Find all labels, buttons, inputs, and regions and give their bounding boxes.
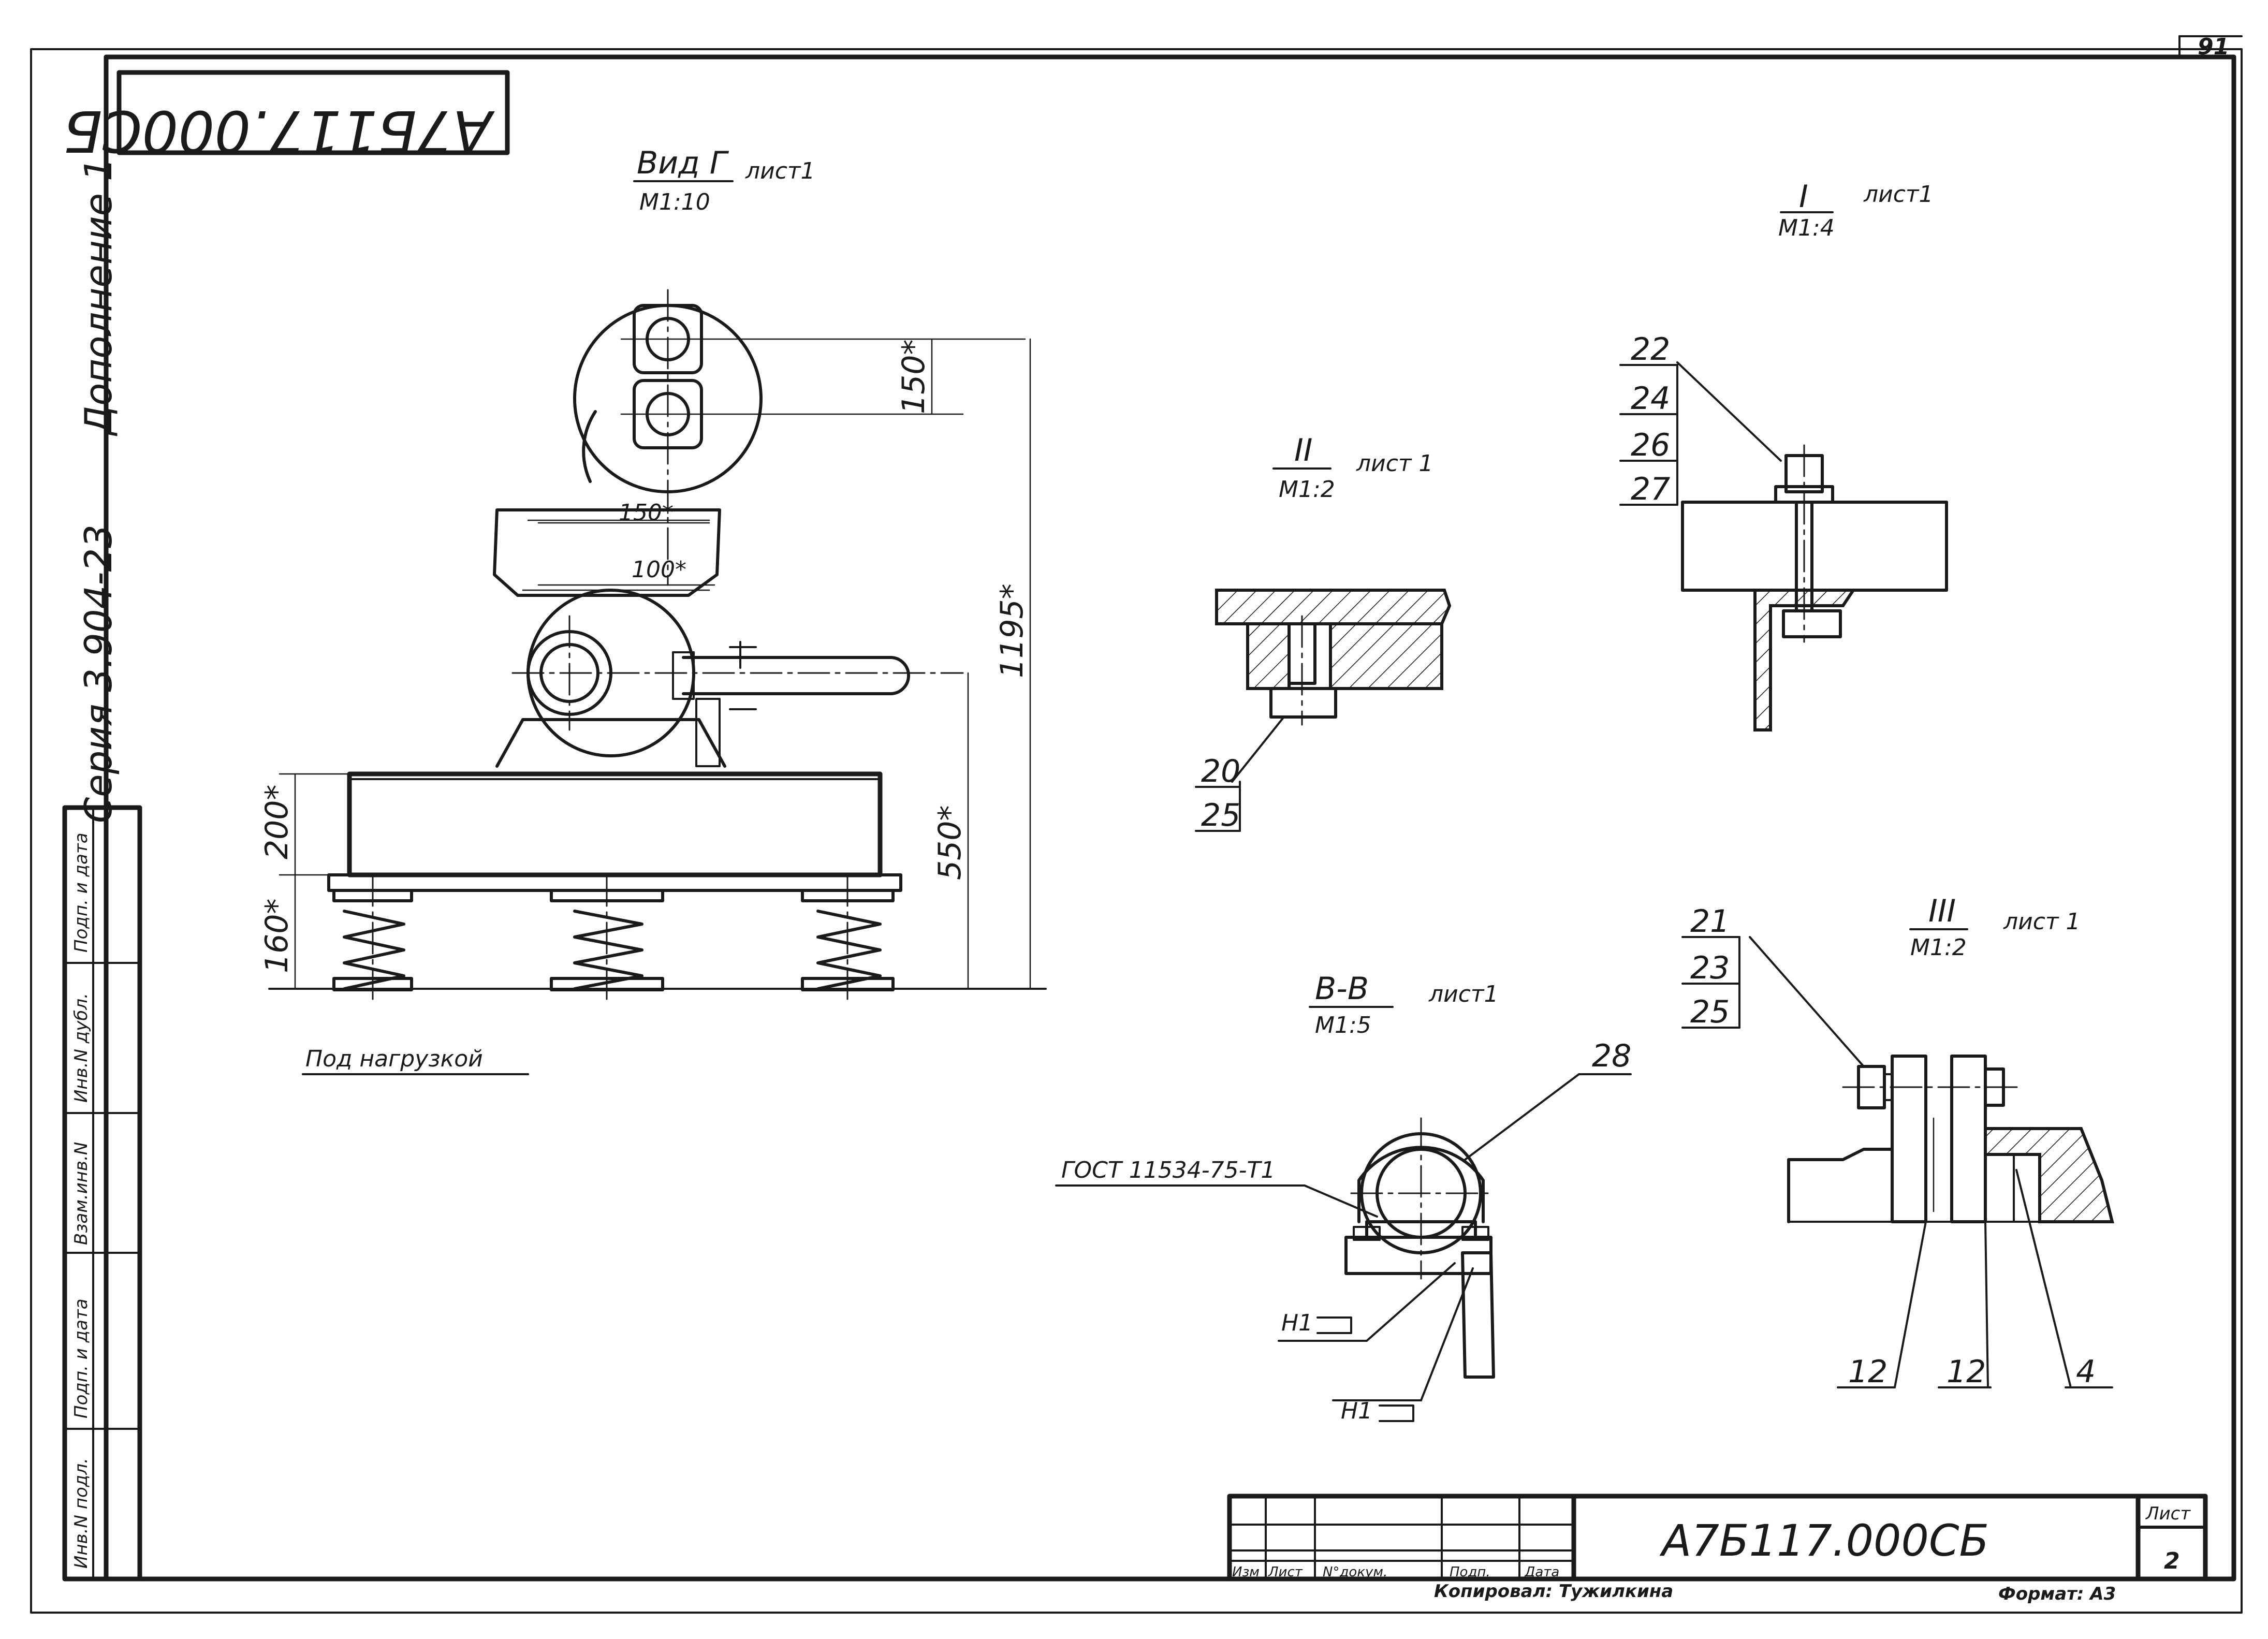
dim-100: 100* (632, 557, 686, 583)
tb-header-list: Лист (1268, 1564, 1303, 1580)
callout-iii-23: 23 (1690, 950, 1730, 986)
view-i-ref: лист1 (1863, 181, 1934, 208)
tb-sheet-label: Лист (2145, 1503, 2191, 1524)
dim-150-top: 150* (896, 339, 932, 414)
callout-iii-4: 4 (2076, 1354, 2096, 1390)
view-ii-scale: М1:2 (1279, 476, 1335, 503)
view-ii-title: II (1294, 432, 1312, 469)
callout-iii-21: 21 (1690, 903, 1730, 940)
view-bb-title: В-В (1315, 971, 1369, 1007)
view-bb-scale: М1:5 (1315, 1012, 1371, 1038)
callout-iii-12a: 12 (1848, 1354, 1887, 1390)
tb-header-data: Дата (1524, 1564, 1559, 1580)
view-ii-ref: лист 1 (1356, 450, 1433, 477)
dim-150-mid: 150* (619, 500, 674, 526)
view-ii: II М1:2 лист 1 20 25 (1195, 432, 1452, 833)
view-i-title: I (1799, 179, 1808, 215)
callout-ii-20: 20 (1201, 753, 1240, 789)
callout-i-22: 22 (1631, 331, 1670, 368)
callout-i-24: 24 (1631, 381, 1670, 417)
view-g: Вид Г М1:10 лист1 (259, 145, 1047, 1075)
callout-bb-28: 28 (1592, 1038, 1631, 1074)
tb-doc-code: А7Б117.000СБ (1659, 1515, 1989, 1566)
tb-header-izm: Изм (1232, 1564, 1260, 1580)
view-bb: В-В М1:5 лист1 ГОСТ 11534-75-Т1 28 Н1 Н1 (1055, 971, 1632, 1424)
view-g-title: Вид Г (637, 145, 729, 181)
sheet-number-corner: 91 (2198, 34, 2229, 60)
callout-i-26: 26 (1631, 427, 1670, 463)
callout-iii-12b: 12 (1947, 1354, 1986, 1390)
callout-i-27: 27 (1631, 471, 1670, 507)
note-weld-2: Н1 (1341, 1398, 1372, 1424)
view-iii-title: III (1928, 893, 1956, 929)
tb-copied-by: Копировал: Тужилкина (1434, 1581, 1673, 1602)
left-stamp-inv-dubl: Инв.N дубл. (71, 993, 92, 1103)
view-i: I М1:4 лист1 22 24 26 27 (1619, 179, 1948, 731)
note-gost: ГОСТ 11534-75-Т1 (1061, 1157, 1275, 1183)
doc-code-rotated: А7Б117.000СБ (63, 98, 495, 164)
callout-iii-25: 25 (1690, 994, 1730, 1030)
springs (332, 874, 895, 1000)
side-note-series: Серия 3.904-23 (77, 524, 120, 823)
tb-header-dokum: N°докум. (1323, 1564, 1387, 1580)
left-stamp-podp-2: Подп. и дата (71, 832, 92, 953)
doc-code-box: А7Б117.000СБ (63, 70, 510, 164)
view-iii-ref: лист 1 (2003, 909, 2081, 935)
view-g-dimensions: 150* 150* 100* 1195* 550* 200* 160* (259, 338, 1031, 990)
dim-200: 200* (259, 784, 295, 859)
tb-sheet-value: 2 (2164, 1548, 2180, 1574)
side-note-addition: Дополнение 1 (77, 157, 120, 436)
view-i-scale: М1:4 (1778, 215, 1835, 241)
note-weld-1: Н1 (1281, 1310, 1313, 1336)
sheet-frame (30, 35, 2243, 1614)
callout-ii-25: 25 (1201, 797, 1240, 833)
view-g-ref: лист1 (745, 158, 815, 184)
dim-550: 550* (932, 805, 968, 880)
tb-header-podp: Подп. (1450, 1564, 1490, 1580)
dim-160: 160* (259, 898, 295, 973)
view-iii: III М1:2 лист 1 21 23 25 12 (1681, 893, 2114, 1390)
tb-format: Формат: А3 (1998, 1584, 2116, 1604)
dim-1195: 1195* (994, 583, 1030, 678)
view-iii-scale: М1:2 (1910, 934, 1967, 961)
note-under-load: Под нагрузкой (305, 1046, 483, 1072)
view-bb-ref: лист1 (1428, 981, 1499, 1007)
left-stamp: Инв.N подл. Подп. и дата Взам.инв.N Инв.… (62, 805, 142, 1582)
left-stamp-vzam: Взам.инв.N (71, 1142, 92, 1245)
title-block: Изм Лист N°докум. Подп. Дата А7Б117.000С… (1227, 1494, 2208, 1582)
left-stamp-inv-podl: Инв.N подл. (71, 1458, 92, 1569)
left-stamp-podp-1: Подп. и дата (71, 1298, 92, 1418)
view-g-scale: М1:10 (639, 189, 710, 215)
